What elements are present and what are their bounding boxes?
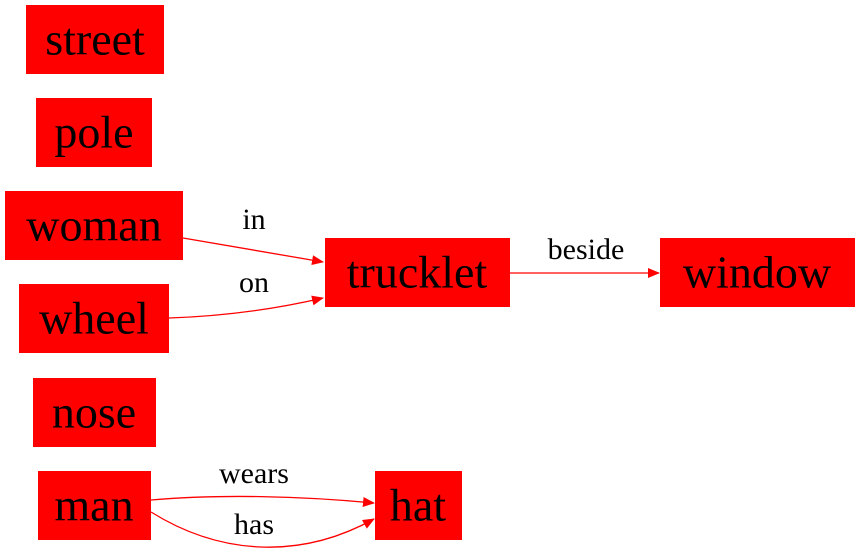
node-label: street	[45, 14, 145, 65]
edge-line	[150, 511, 375, 548]
node-label: trucklet	[347, 247, 488, 298]
node-trucklet: trucklet	[325, 238, 510, 307]
node-box	[19, 284, 169, 353]
node-hat: hat	[375, 471, 462, 540]
node-woman: woman	[5, 191, 183, 260]
edge-label-beside: beside	[548, 233, 625, 266]
edge-label-on: on	[239, 266, 269, 299]
edge-trucklet-beside-window: beside	[510, 233, 660, 278]
node-label: window	[683, 247, 832, 298]
node-box	[36, 98, 152, 167]
edge-man-has-hat: has	[150, 508, 375, 548]
edge-line	[150, 495, 375, 507]
edge-label-has: has	[234, 508, 274, 541]
node-label: hat	[390, 480, 446, 531]
node-label: pole	[54, 107, 133, 158]
node-street: street	[26, 5, 164, 74]
node-box	[375, 471, 462, 540]
node-box	[33, 378, 156, 447]
node-box	[325, 238, 510, 307]
node-window: window	[660, 238, 855, 307]
edge-wheel-on-trucklet: on	[168, 266, 324, 319]
edge-man-wears-hat: wears	[150, 457, 375, 507]
node-pole: pole	[36, 98, 152, 167]
edge-label-in: in	[242, 203, 265, 236]
edge-line	[182, 237, 324, 266]
node-box	[5, 191, 183, 260]
node-label: woman	[26, 200, 161, 251]
node-label: nose	[52, 387, 136, 438]
edge-line	[168, 295, 324, 319]
node-box	[38, 471, 151, 540]
edge-woman-in-trucklet: in	[182, 203, 324, 266]
node-box	[660, 238, 855, 307]
node-label: wheel	[39, 293, 149, 344]
node-label: man	[54, 480, 133, 531]
node-box	[26, 5, 164, 74]
node-man: man	[38, 471, 151, 540]
node-wheel: wheel	[19, 284, 169, 353]
edge-label-wears: wears	[219, 457, 289, 490]
node-nose: nose	[33, 378, 156, 447]
